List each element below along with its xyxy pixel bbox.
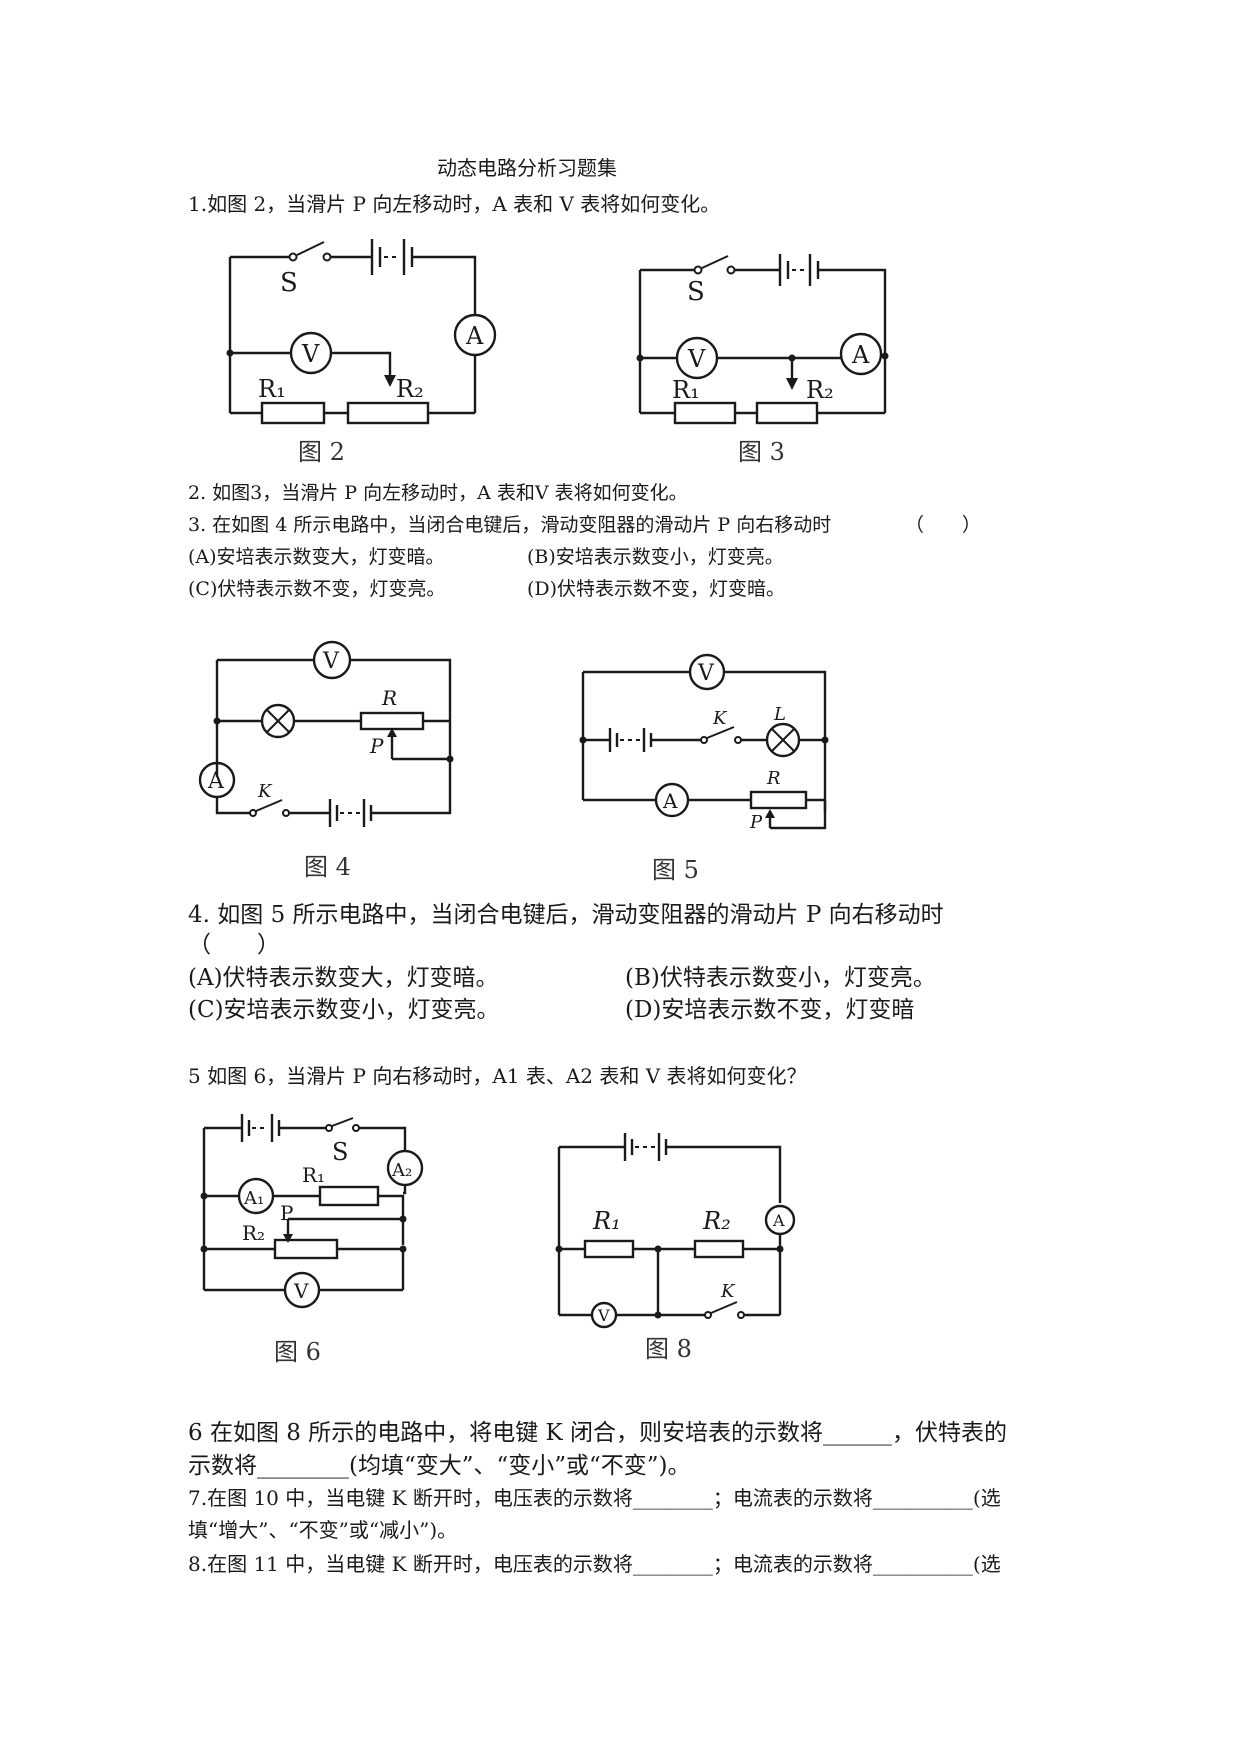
figure-6-r2-label: R₂ <box>242 1221 265 1245</box>
question-4-stem: 4. 如图 5 所示电路中，当闭合电键后，滑动变阻器的滑动片 P 向右移动时 <box>188 902 944 928</box>
figure-2-switch-label: S <box>280 268 298 298</box>
figure-3-r1-label: R₁ <box>672 376 700 404</box>
figure-2-voltmeter-label: V <box>301 340 320 368</box>
figure-8-circuit: A V R₁ R₂ K 图 8 <box>545 1125 820 1370</box>
figure-5-voltmeter-label: V <box>697 661 715 686</box>
figure-4-circuit: V A R P K 图 4 <box>180 625 470 885</box>
question-3-option-c: (C)伏特表示数不变，灯变亮。 <box>188 578 446 600</box>
figure-2-r1-label: R₁ <box>258 375 286 403</box>
figure-2-caption: 图 2 <box>298 438 345 466</box>
figure-6-circuit: S A₂ A₁ R₁ R₂ P V 图 6 <box>190 1108 450 1378</box>
figure-6-slider-label: P <box>280 1201 293 1225</box>
figure-5-switch-label: K <box>712 708 728 729</box>
figure-2-circuit: S A V R₁ R₂ 图 2 <box>200 225 520 470</box>
figure-5-lamp-label: L <box>773 704 786 725</box>
question-8: 8.在图 11 中，当电键 K 断开时，电压表的示数将________；电流表的… <box>188 1552 1001 1576</box>
figure-6-caption: 图 6 <box>274 1338 321 1366</box>
figure-6-switch-label: S <box>332 1138 348 1166</box>
question-4-option-b: (B)伏特表示数变小，灯变亮。 <box>625 965 936 991</box>
question-4-option-c: (C)安培表示数变小，灯变亮。 <box>188 997 500 1023</box>
figure-4-rheostat-label: R <box>381 686 397 710</box>
question-3-paren: （ ） <box>905 514 982 536</box>
figure-4-caption: 图 4 <box>304 853 351 881</box>
figure-3-caption: 图 3 <box>738 438 785 466</box>
figure-4-voltmeter-label: V <box>322 649 340 674</box>
figure-6-a1-label: A₁ <box>243 1188 264 1209</box>
question-7-line-2: 填“增大”、“不变”或“减小”)。 <box>188 1518 458 1542</box>
question-3-option-d: (D)伏特表示数不变，灯变暗。 <box>527 578 786 600</box>
question-2: 2. 如图3，当滑片 P 向左移动时，A 表和V 表将如何变化。 <box>188 482 688 504</box>
question-3-stem: 3. 在如图 4 所示电路中，当闭合电键后，滑动变阻器的滑动片 P 向右移动时 <box>188 514 832 536</box>
page-title: 动态电路分析习题集 <box>437 156 617 180</box>
figure-4-ammeter-label: A <box>207 769 225 794</box>
figure-6-voltmeter-label: V <box>293 1279 309 1303</box>
question-1: 1.如图 2，当滑片 P 向左移动时，A 表和 V 表将如何变化。 <box>188 192 721 216</box>
question-5: 5 如图 6，当滑片 P 向右移动时，A1 表、A2 表和 V 表将如何变化？ <box>188 1064 807 1088</box>
figure-3-r2-label: R₂ <box>806 376 834 404</box>
figure-5-circuit: V A L K R P 图 5 <box>570 640 840 885</box>
figure-2-r2-label: R₂ <box>396 375 424 403</box>
figure-5-caption: 图 5 <box>652 856 699 884</box>
figure-5-slider-label: P <box>749 812 763 833</box>
figure-3-ammeter-label: A <box>851 341 870 369</box>
question-6-line-2: 示数将________(均填“变大”、“变小”或“不变”)。 <box>188 1453 691 1479</box>
question-3-option-a: (A)安培表示数变大，灯变暗。 <box>188 546 445 568</box>
figure-3-voltmeter-label: V <box>687 345 706 373</box>
figure-5-rheostat-label: R <box>766 768 781 789</box>
figure-4-switch-label: K <box>257 781 273 802</box>
figure-8-r1-label: R₁ <box>592 1207 621 1235</box>
figure-8-caption: 图 8 <box>645 1335 692 1363</box>
question-3-option-b: (B)安培表示数变小，灯变亮。 <box>527 546 784 568</box>
figure-5-ammeter-label: A <box>662 789 678 813</box>
figure-8-switch-label: K <box>720 1281 736 1302</box>
figure-3-switch-label: S <box>687 277 705 307</box>
figure-4-slider-label: P <box>369 734 384 758</box>
question-4-option-d: (D)安培表示数不变，灯变暗 <box>625 997 915 1023</box>
figure-6-a2-label: A₂ <box>391 1160 412 1181</box>
question-4-option-a: (A)伏特表示数变大，灯变暗。 <box>188 965 499 991</box>
figure-8-voltmeter-label: V <box>597 1306 610 1325</box>
figure-6-r1-label: R₁ <box>302 1163 325 1187</box>
question-6-line-1: 6 在如图 8 所示的电路中，将电键 K 闭合，则安培表的示数将______，伏… <box>188 1420 1008 1446</box>
question-4-paren: （ ） <box>188 932 280 958</box>
figure-8-r2-label: R₂ <box>702 1207 731 1235</box>
figure-8-ammeter-label: A <box>772 1211 785 1230</box>
figure-2-ammeter-label: A <box>465 322 484 350</box>
figure-3-circuit: S V A R₁ R₂ 图 3 <box>620 250 920 475</box>
question-7-line-1: 7.在图 10 中，当电键 K 断开时，电压表的示数将________；电流表的… <box>188 1486 1001 1510</box>
